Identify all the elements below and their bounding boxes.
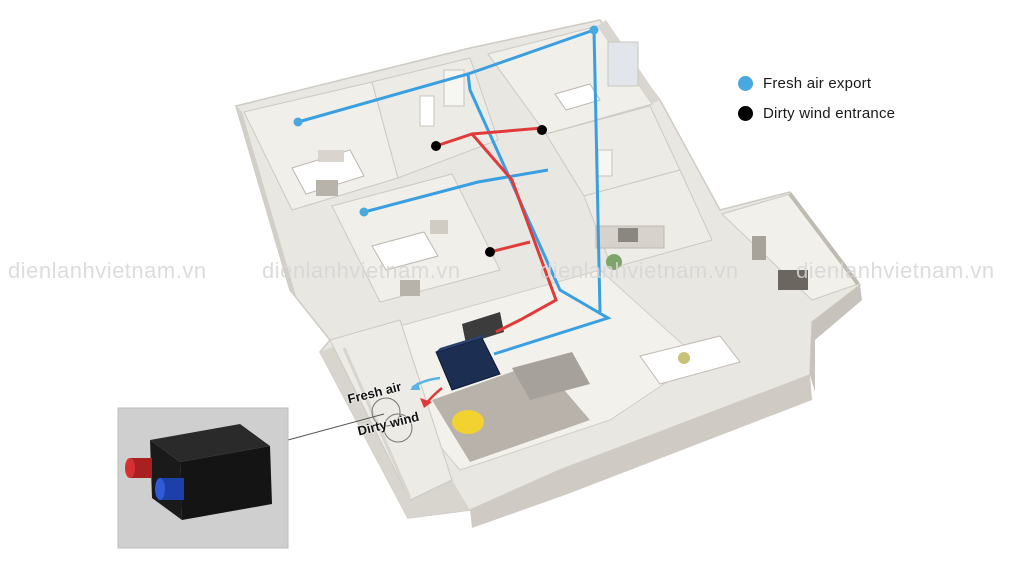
callout-leader-line — [287, 413, 385, 441]
room-kitchen — [583, 169, 713, 270]
dirty-wind-dot-icon — [738, 105, 753, 121]
legend-item-dirty-wind: Dirty wind entrance — [738, 98, 895, 128]
fresh-air-duct — [297, 28, 612, 356]
watermark: dienlanhvietnam.vn — [262, 258, 461, 283]
dirty-air-vent — [431, 141, 441, 151]
fresh-air-vent — [589, 25, 599, 35]
legend-label-fresh-air: Fresh air export — [763, 74, 872, 92]
fresh-air-vents — [293, 25, 599, 217]
watermark: dienlanhvietnam.vn — [540, 258, 739, 283]
room-living — [349, 269, 741, 471]
product-inset — [117, 407, 289, 549]
dirty-air-vent — [537, 125, 547, 135]
watermark: dienlanhvietnam.vn — [796, 258, 995, 283]
red-duct-port — [125, 458, 152, 478]
airflow-arrows — [410, 376, 443, 408]
fresh-air-vent — [359, 207, 369, 217]
fresh-air-vent — [293, 117, 303, 127]
watermark: dienlanhvietnam.vn — [8, 258, 207, 283]
legend-item-fresh-air: Fresh air export — [738, 68, 895, 98]
legend: Fresh air export Dirty wind entrance — [738, 68, 895, 128]
room-balcony-right — [721, 192, 860, 301]
ventilation-unit — [435, 334, 501, 391]
room-bedroom-top-left — [243, 81, 399, 211]
dirty-air-vent — [485, 247, 495, 257]
fresh-air-dot-icon — [738, 75, 753, 91]
wall-vent-grilles — [371, 397, 413, 443]
blue-duct-port — [155, 478, 184, 500]
room-bedroom-middle — [331, 173, 501, 303]
dirty-air-vents — [431, 125, 547, 257]
legend-label-dirty-wind: Dirty wind entrance — [763, 104, 896, 122]
dirty-air-duct — [435, 126, 558, 334]
